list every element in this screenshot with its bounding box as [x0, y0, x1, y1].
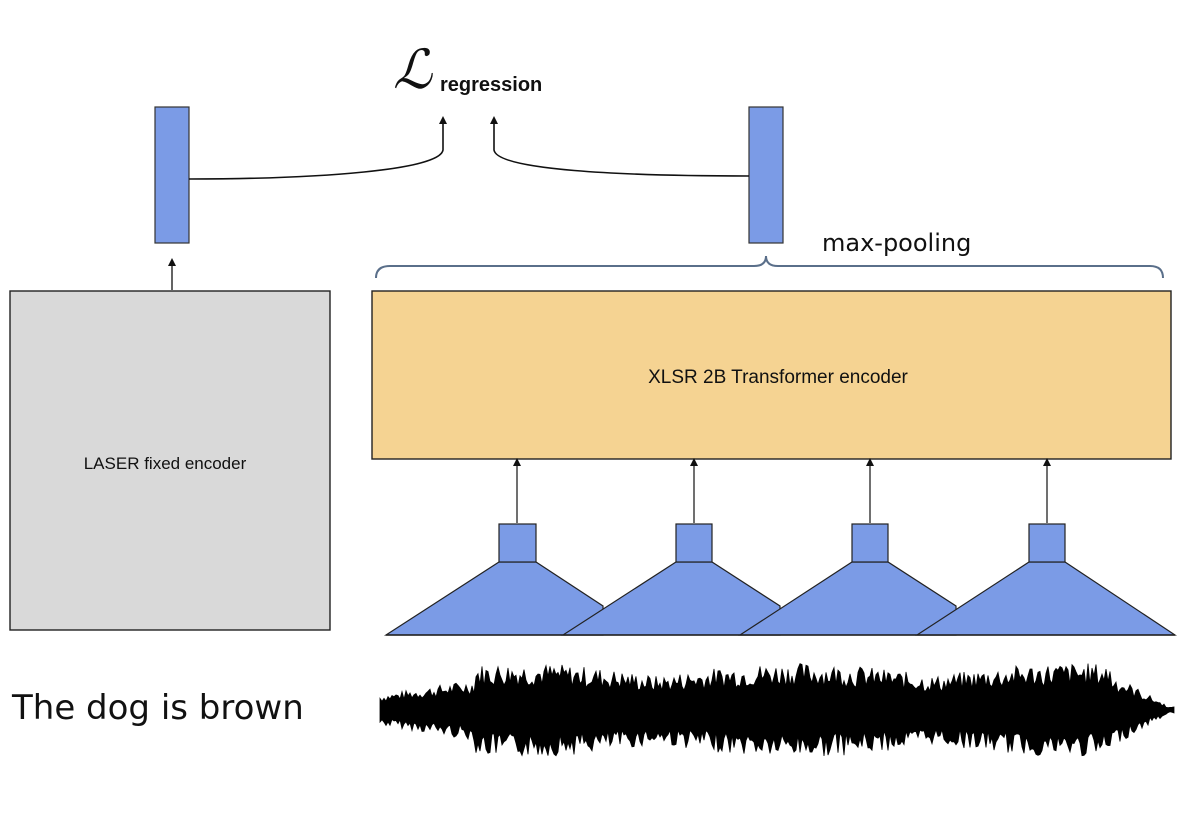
- conv-block-3-output: [851, 523, 889, 563]
- conv-block-4-output: [1028, 523, 1066, 563]
- conv-block-4-trapezoid: [914, 561, 1177, 636]
- transformer-encoder-box: [371, 290, 1172, 460]
- conv-block-1-trapezoid: [383, 561, 604, 636]
- conv-feature-encoder: [383, 458, 1177, 636]
- conv-block-2-output: [675, 523, 713, 563]
- max-pooling-brace: [375, 255, 1164, 279]
- speech-embedding-vector: [748, 106, 784, 244]
- audio-waveform: [379, 663, 1175, 757]
- sentence-text: The dog is brown: [11, 688, 304, 728]
- loss-subscript: regression: [440, 74, 542, 96]
- speech-to-loss-arrow: [490, 116, 750, 177]
- laser-encoder-label: LASER fixed encoder: [84, 454, 247, 473]
- text-to-loss-arrow: [188, 116, 447, 180]
- laser-encoder-box: [9, 290, 331, 631]
- transformer-encoder-label: XLSR 2B Transformer encoder: [648, 367, 908, 388]
- text-embedding-vector: [154, 106, 190, 244]
- max-pooling-label: max-pooling: [822, 229, 971, 257]
- loss-symbol: ℒ: [393, 38, 433, 101]
- conv-block-2-trapezoid: [560, 561, 781, 636]
- conv-block-1-output: [498, 523, 537, 563]
- conv-block-3-trapezoid: [737, 561, 957, 636]
